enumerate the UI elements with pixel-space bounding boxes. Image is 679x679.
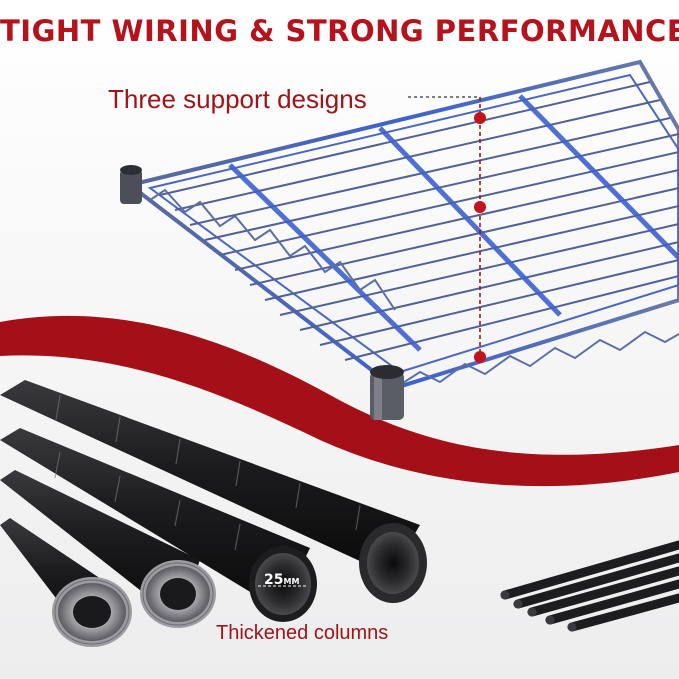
thickened-columns-callout: Thickened columns: [216, 622, 389, 644]
column-stack: [0, 380, 427, 647]
corner-sleeve-front: [370, 365, 404, 420]
support-designs-callout: Three support designs: [108, 84, 367, 114]
headline: TIGHT WIRING & STRONG PERFORMANCE: [0, 14, 679, 48]
column-4: [0, 380, 427, 603]
red-ribbon: [0, 315, 679, 487]
support-rods: [500, 540, 679, 632]
support-marker-1: [474, 112, 486, 124]
diameter-label: 25MM: [264, 572, 299, 588]
support-callout-guide: [408, 96, 486, 363]
diameter-unit: MM: [283, 577, 300, 586]
diameter-value: 25: [264, 572, 284, 588]
column-3: [0, 428, 317, 622]
support-marker-2: [474, 201, 486, 213]
column-2: [0, 470, 216, 628]
column-1: [0, 518, 132, 647]
corner-sleeve-back: [120, 165, 142, 204]
wire-shelf: [120, 59, 679, 420]
support-marker-3: [474, 351, 486, 363]
